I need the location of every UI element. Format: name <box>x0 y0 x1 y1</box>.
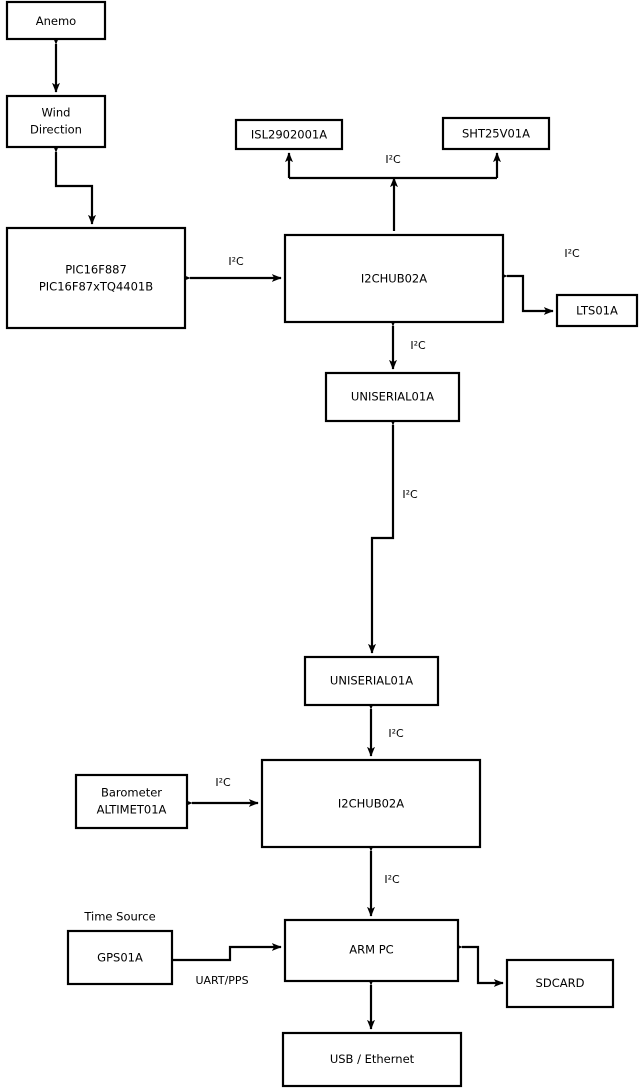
node-i2chub02a-top[interactable]: I2CHUB02A <box>283 233 505 324</box>
node-uniserial01a-top[interactable]: UNISERIAL01A <box>324 371 461 423</box>
node-usb-ethernet[interactable]: USB / Ethernet <box>281 1031 463 1088</box>
node-usb-ethernet-box[interactable] <box>281 1031 463 1088</box>
edge-labels-group: I²C I²C I²C I²C I²C I²C I²C I²C UART/PPS <box>195 153 580 987</box>
edge-label-i2c-uniserial-hub2: I²C <box>388 727 404 740</box>
node-sdcard[interactable]: SDCARD <box>505 958 615 1009</box>
node-gps01a[interactable]: GPS01A <box>66 929 174 986</box>
node-gps01a-label: GPS01A <box>97 951 143 965</box>
node-lts01a-label: LTS01A <box>576 304 618 318</box>
node-sdcard-box[interactable] <box>505 958 615 1009</box>
node-sht25v01a-label: SHT25V01A <box>462 127 530 141</box>
node-isl2902001a[interactable]: ISL2902001A <box>234 118 344 151</box>
node-lts01a[interactable]: LTS01A <box>555 293 639 328</box>
node-barometer-label-line1: Barometer <box>101 786 162 800</box>
node-sdcard-label: SDCARD <box>536 976 585 990</box>
node-arm-pc-label: ARM PC <box>349 943 393 957</box>
edge-uniserial-uniserial <box>368 415 397 654</box>
edge-label-i2c-uniserial-link: I²C <box>402 488 418 501</box>
node-wind-direction[interactable]: Wind Direction <box>5 94 107 149</box>
node-gps01a-box[interactable] <box>66 929 174 986</box>
edge-label-i2c-hub2-armpc: I²C <box>384 873 400 886</box>
edge-armpc-sdcard <box>452 943 504 987</box>
node-arm-pc-box[interactable] <box>283 918 460 983</box>
node-uniserial01a-top-label: UNISERIAL01A <box>351 390 434 404</box>
edge-gps-armpc <box>172 943 282 962</box>
node-uniserial01a-bottom-box[interactable] <box>303 655 440 707</box>
node-lts01a-box[interactable] <box>555 293 639 328</box>
label-time-source: Time Source <box>83 910 155 924</box>
free-labels-group: Time Source <box>83 910 155 924</box>
node-isl2902001a-box[interactable] <box>234 118 344 151</box>
node-barometer-box[interactable] <box>74 773 189 830</box>
edge-label-i2c-hub-uniserial: I²C <box>410 339 426 352</box>
node-pic-mcu-label-line2: PIC16F87xTQ4401B <box>39 280 153 294</box>
node-wind-direction-box[interactable] <box>5 94 107 149</box>
node-uniserial01a-bottom-label: UNISERIAL01A <box>330 674 413 688</box>
node-usb-ethernet-label: USB / Ethernet <box>330 1052 415 1066</box>
node-wind-direction-label-line2: Direction <box>30 123 82 137</box>
node-i2chub02a-bottom[interactable]: I2CHUB02A <box>260 758 482 849</box>
node-uniserial01a-bottom[interactable]: UNISERIAL01A <box>303 655 440 707</box>
node-anemo[interactable]: Anemo <box>5 0 107 41</box>
node-isl2902001a-label: ISL2902001A <box>251 128 327 142</box>
edge-label-i2c-pic-hub: I²C <box>228 255 244 268</box>
node-pic-mcu-box[interactable] <box>5 226 187 330</box>
node-wind-direction-label-line1: Wind <box>42 106 71 120</box>
edge-label-i2c-hub-sensors: I²C <box>385 153 401 166</box>
node-anemo-label: Anemo <box>36 14 76 28</box>
node-sht25v01a-box[interactable] <box>441 116 551 151</box>
node-sht25v01a[interactable]: SHT25V01A <box>441 116 551 151</box>
node-arm-pc[interactable]: ARM PC <box>283 918 460 983</box>
node-i2chub02a-bottom-box[interactable] <box>260 758 482 849</box>
node-i2chub02a-bottom-label: I2CHUB02A <box>338 797 404 811</box>
edge-label-uart-pps: UART/PPS <box>195 974 248 987</box>
edges-group <box>52 34 554 1030</box>
node-i2chub02a-top-box[interactable] <box>283 233 505 324</box>
node-i2chub02a-top-label: I2CHUB02A <box>361 272 427 286</box>
node-pic-mcu-label-line1: PIC16F887 <box>65 263 127 277</box>
node-anemo-box[interactable] <box>5 0 107 41</box>
edge-label-i2c-baro-hub2: I²C <box>215 776 231 789</box>
node-uniserial01a-top-box[interactable] <box>324 371 461 423</box>
node-barometer[interactable]: Barometer ALTIMET01A <box>74 773 189 830</box>
edge-hub-lts <box>497 272 554 315</box>
edge-label-i2c-hub-lts: I²C <box>564 247 580 260</box>
nodes-group: Anemo Wind Direction PIC16F887 PIC16F87x… <box>5 0 639 1088</box>
node-barometer-label-line2: ALTIMET01A <box>97 803 167 817</box>
edge-wind-pic <box>52 142 96 225</box>
node-pic-mcu[interactable]: PIC16F887 PIC16F87xTQ4401B <box>5 226 187 330</box>
